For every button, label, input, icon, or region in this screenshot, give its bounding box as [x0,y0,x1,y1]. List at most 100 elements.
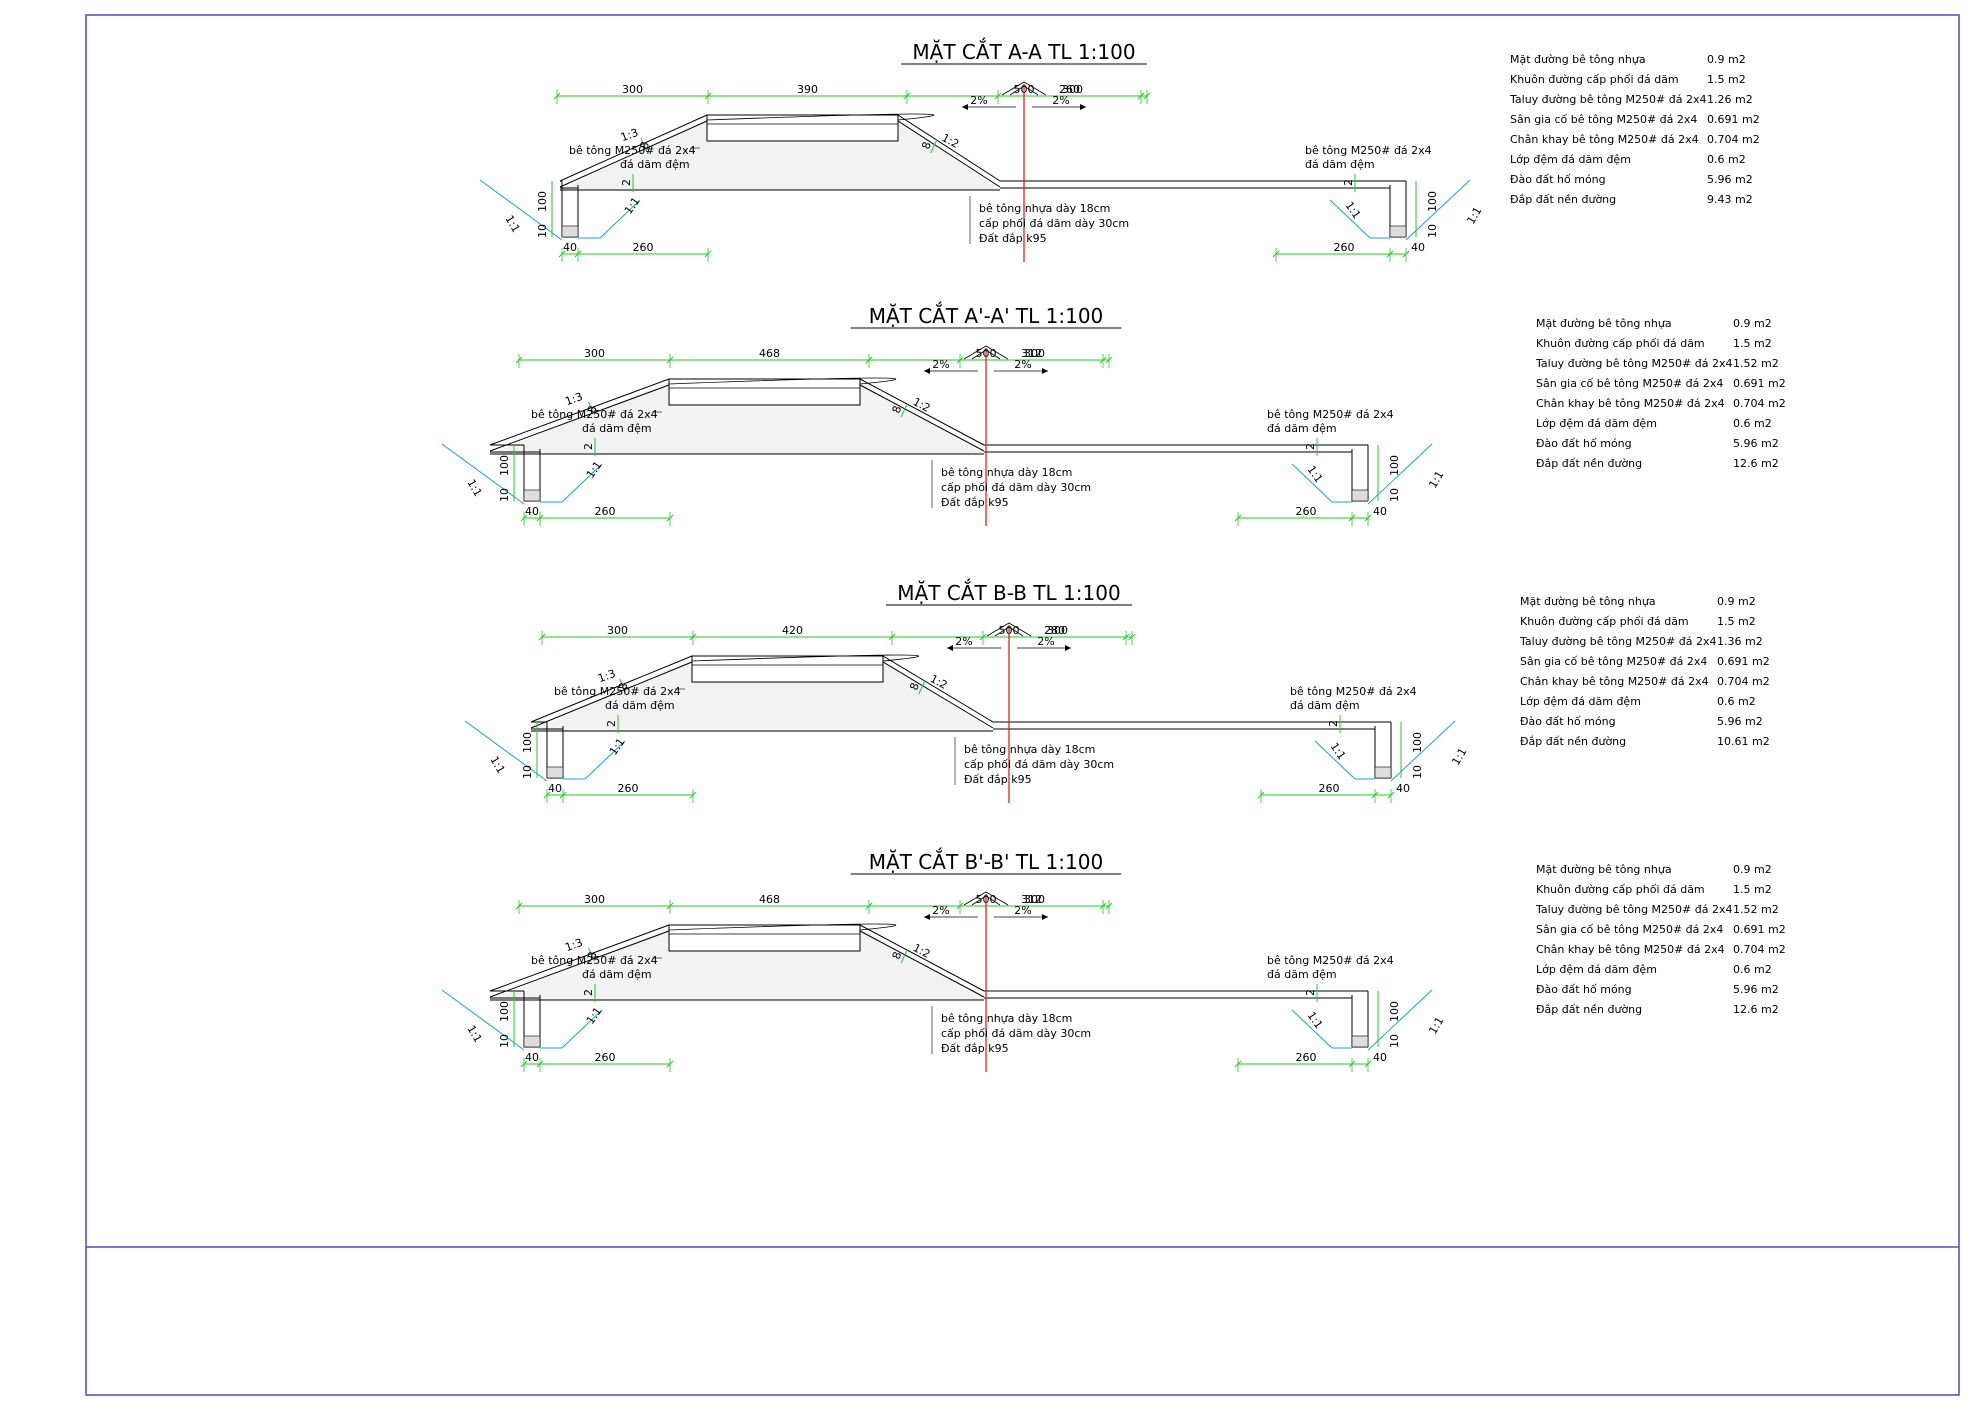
quantity-value: 12.6 m2 [1733,457,1779,470]
dimension-label: 300 [584,347,605,360]
right-slope-thickness-marker [900,403,908,418]
right-slope-thickness-marker [930,139,938,154]
left-slope-revetment-bottom [559,120,708,188]
bottom-left-dim-label: 40 [525,1051,539,1064]
arrowhead-right-icon [1042,368,1048,374]
centerline-marker-icon [963,345,1009,360]
right-apron-note: đá dăm đệm [1290,699,1360,712]
bottom-right-dim-label: 40 [1411,241,1425,254]
dimension-label: 300 [1024,347,1045,360]
quantity-name: Chân khay bê tông M250# đá 2x4 [1520,675,1709,688]
left-outer-slope-label: 1:1 [464,477,484,499]
right-excavation-line [1367,989,1433,1051]
right-slope-ratio-label: 1:2 [911,941,933,961]
crossfall-right-label: 2% [1014,358,1031,371]
centerline-marker-inner-icon [971,895,1001,906]
left-ditch-height-label: 100 [498,455,511,476]
left-slope-ratio-label: 1:3 [619,126,640,144]
left-slope-revetment-top [489,924,670,992]
left-slope-revetment-bottom [489,384,670,452]
quantity-value: 0.9 m2 [1717,595,1756,608]
bottom-left-dim-label: 260 [618,782,639,795]
dimension-label: 390 [797,83,818,96]
quantity-value: 0.691 m2 [1707,113,1760,126]
left-apron-thickness-label: 2 [620,179,633,186]
right-slope-revetment-bottom [859,930,985,998]
right-ditch-bottom-label: 10 [1388,488,1401,502]
sheet-outer-frame [85,14,1960,1396]
quantity-value: 5.96 m2 [1707,173,1753,186]
left-apron-note: bê tông M250# đá 2x4 [554,685,681,698]
right-apron-thickness-label: 2 [1304,443,1317,450]
quantity-name: Khuôn đường cấp phối đá dăm [1536,883,1705,896]
left-slope-thickness-label: 8 [585,404,600,415]
crossfall-right-label: 2% [1052,94,1069,107]
left-ditch-bottom-label: 10 [521,765,534,779]
left-slope-revetment-bottom [489,930,670,998]
quantity-name: Lớp đệm đá dăm đệm [1510,153,1631,166]
quantity-name: Đào đất hố móng [1510,173,1606,186]
left-ditch-height-label: 100 [521,732,534,753]
left-ditch-bottom-label: 10 [498,488,511,502]
crossfall-left-label: 2% [970,94,987,107]
bottom-left-dim-label: 260 [595,1051,616,1064]
centerline-marker-icon [1001,81,1047,96]
right-apron-note: bê tông M250# đá 2x4 [1290,685,1417,698]
quantity-name: Taluy đường bê tông M250# đá 2x4 [1535,903,1732,916]
left-apron-note: đá dăm đệm [620,158,690,171]
quantity-value: 1.5 m2 [1733,883,1772,896]
left-slope-ratio-label: 1:3 [596,667,617,685]
quantity-name: Lớp đệm đá dăm đệm [1520,695,1641,708]
layer-note: bê tông nhựa dày 18cm [964,743,1095,756]
left-cutoff-wall [546,766,564,779]
layer-note: cấp phối đá dăm dày 30cm [941,1027,1091,1040]
right-excavation-line [1367,443,1433,505]
asphalt-surface-line [668,377,897,385]
right-ditch-slope-line [1291,463,1333,503]
quantity-value: 1.5 m2 [1707,73,1746,86]
layer-note: bê tông nhựa dày 18cm [941,466,1072,479]
dimension-label: 300 [622,83,643,96]
quantity-name: Đắp đất nền đường [1536,457,1642,470]
right-outer-slope-label: 1:1 [1426,469,1446,491]
quantity-value: 0.691 m2 [1733,377,1786,390]
right-apron-note: bê tông M250# đá 2x4 [1305,144,1432,157]
right-ditch-height-label: 100 [1426,191,1439,212]
right-ditch-bottom-label: 10 [1388,1034,1401,1048]
quantity-value: 5.96 m2 [1717,715,1763,728]
layer-note: Đất đắp k95 [979,232,1047,245]
pavement-structure [668,924,861,952]
right-cutoff-wall [1351,489,1369,502]
left-cutoff-wall [561,225,579,238]
quantity-name: Mặt đường bê tông nhựa [1510,53,1646,66]
left-apron-note: đá dăm đệm [605,699,675,712]
right-slope-revetment-top [897,114,1001,182]
quantity-name: Khuôn đường cấp phối đá dăm [1510,73,1679,86]
quantity-name: Taluy đường bê tông M250# đá 2x4 [1535,357,1732,370]
bottom-right-dim-label: 260 [1296,505,1317,518]
right-cutoff-wall [1389,225,1407,238]
right-slope-revetment-bottom [897,120,1001,188]
dimension-label: 468 [759,893,780,906]
right-slope-revetment-top [859,378,985,446]
left-slope-thickness-marker [587,947,595,962]
layer-note: bê tông nhựa dày 18cm [979,202,1110,215]
right-apron-note: đá dăm đệm [1267,422,1337,435]
right-slope-thickness-label: 8 [890,950,905,961]
right-cutoff-wall [1374,766,1392,779]
left-slope-thickness-marker [640,137,648,152]
left-ditch-bottom-label: 10 [536,224,549,238]
right-apron-note: đá dăm đệm [1267,968,1337,981]
left-slope-ratio-label: 1:3 [563,390,584,408]
centerline-marker-inner-icon [1009,85,1039,96]
left-excavation-line [441,443,525,505]
quantity-name: Lớp đệm đá dăm đệm [1536,963,1657,976]
right-excavation-line [1405,179,1471,241]
right-apron-note: bê tông M250# đá 2x4 [1267,954,1394,967]
quantity-name: Đào đất hố móng [1536,983,1632,996]
bottom-right-dim-label: 260 [1334,241,1355,254]
